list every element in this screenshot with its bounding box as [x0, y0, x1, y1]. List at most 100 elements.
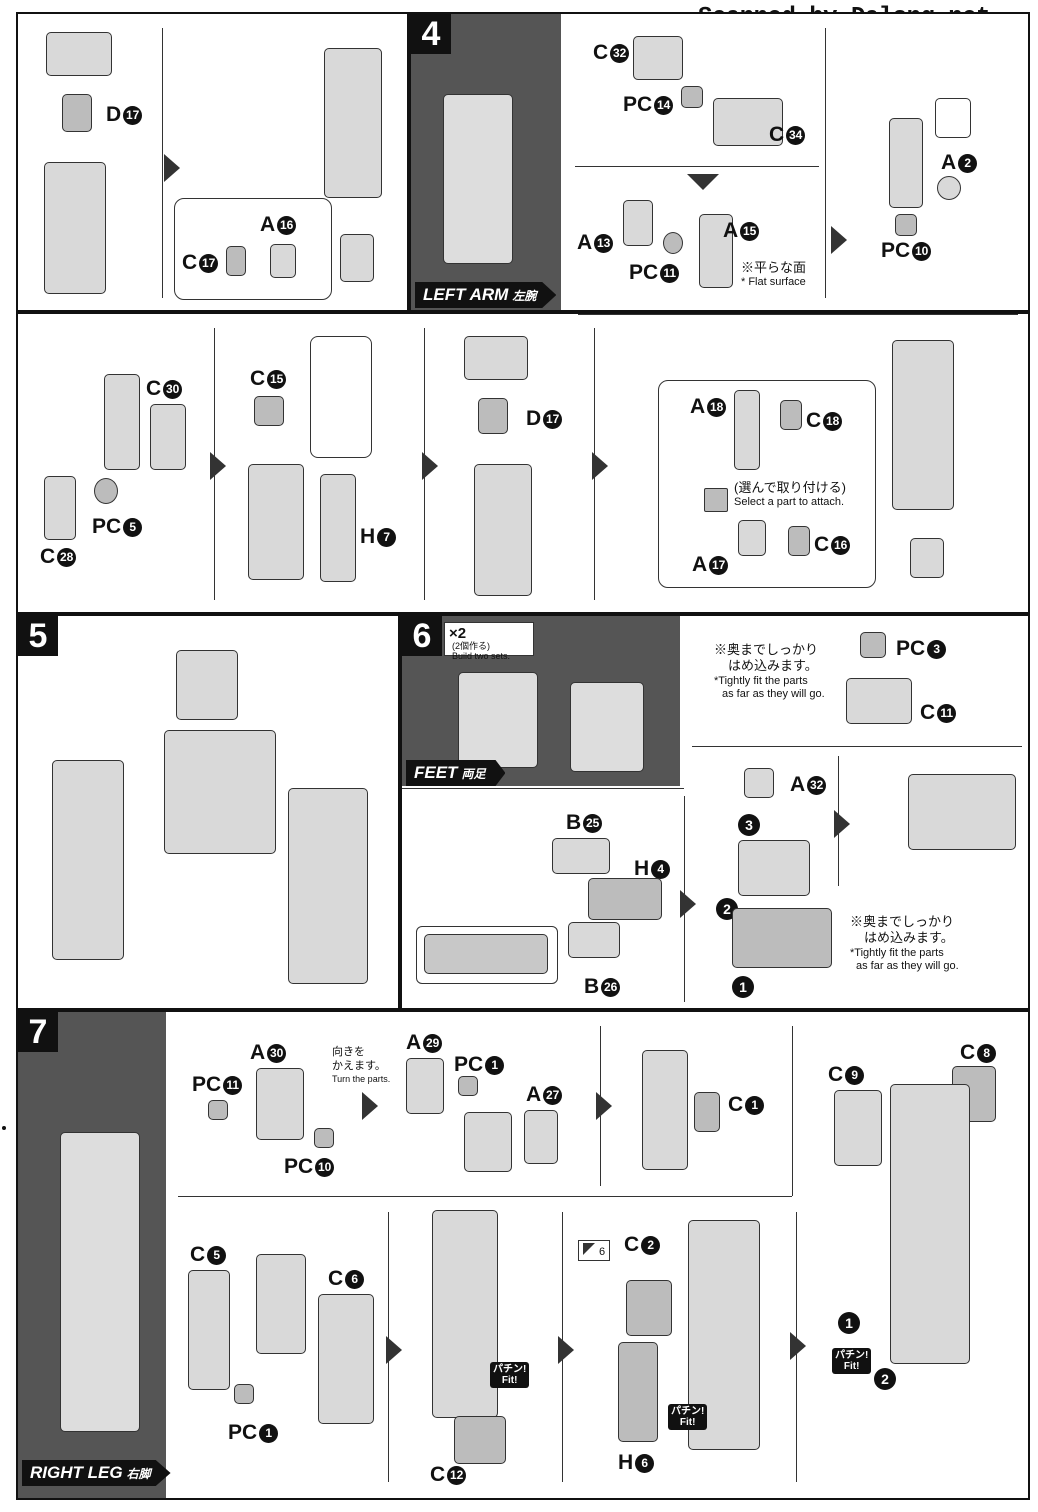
right-arm-part [52, 760, 124, 960]
order-marker-3: 3 [738, 814, 760, 836]
fit-badge-3: パチン!Fit! [832, 1348, 872, 1374]
pc14-part [681, 86, 703, 108]
panel-step5: 5 [16, 614, 400, 1010]
pc10-part [895, 214, 917, 236]
c6-part [318, 1294, 374, 1424]
pc1-part [234, 1384, 254, 1404]
d17-part [478, 398, 508, 434]
foot-preview-left-part [458, 672, 538, 768]
c9-part [834, 1090, 882, 1166]
foot-preview-right-part [570, 682, 644, 772]
arm-assembly-part [474, 464, 532, 596]
select-choice-icon [704, 488, 728, 512]
sticker-indicator: 6 [578, 1240, 611, 1261]
a16-part [270, 244, 296, 278]
a17-fist-part [738, 520, 766, 556]
b26-part [568, 922, 620, 958]
knee-assembly-part [256, 1254, 306, 1354]
a29-part [406, 1058, 444, 1114]
a32-part [744, 768, 774, 798]
order-marker-2: 2 [874, 1368, 896, 1390]
h7-part [320, 474, 356, 582]
left-arm-part [288, 788, 368, 984]
order-marker-1: 1 [838, 1312, 860, 1334]
head-part [176, 650, 238, 720]
flat-side-indicator [935, 98, 971, 138]
c2-part [626, 1280, 672, 1336]
c34-part [713, 98, 783, 146]
c11-part [846, 678, 912, 724]
divider [792, 1026, 793, 1196]
divider [162, 28, 163, 298]
flow-arrow-icon [164, 154, 180, 182]
knee-joint-part [464, 1112, 512, 1172]
a30-part [256, 1068, 304, 1140]
flow-arrow-icon [558, 1336, 574, 1364]
a27-part [524, 1110, 558, 1164]
c12-part [454, 1416, 506, 1464]
flow-arrow-icon [834, 810, 850, 838]
step-number-4: 4 [411, 14, 451, 54]
arm-assembled-part [324, 48, 382, 198]
flow-arrow-icon [592, 452, 608, 480]
fit-badge-2: パチン!Fit! [668, 1404, 708, 1430]
build-count-badge: ×2 (2個作る)Build two sets. [444, 622, 534, 661]
pc3-part [860, 632, 886, 658]
c18-part [780, 400, 802, 430]
detail-callout [310, 336, 372, 458]
c32-part [633, 36, 683, 80]
step-number-5: 5 [18, 616, 58, 656]
flow-arrow-icon [210, 452, 226, 480]
divider [575, 166, 819, 167]
hand-part [340, 234, 374, 282]
c1-part [694, 1092, 720, 1132]
foot-assembled-part [908, 774, 1016, 850]
flat-surface-note: ※平らな面* Flat surface [741, 260, 807, 289]
a13-part [623, 200, 653, 246]
b25-part [552, 838, 610, 874]
pc11-part [663, 232, 683, 254]
divider [178, 1196, 792, 1197]
step-number-7: 7 [18, 1012, 58, 1052]
arm-assembly-part [44, 162, 106, 294]
elbow-assembly-part [889, 118, 923, 208]
right-leg-assembled-part [890, 1084, 970, 1364]
shoulder-armor-part [464, 336, 528, 380]
